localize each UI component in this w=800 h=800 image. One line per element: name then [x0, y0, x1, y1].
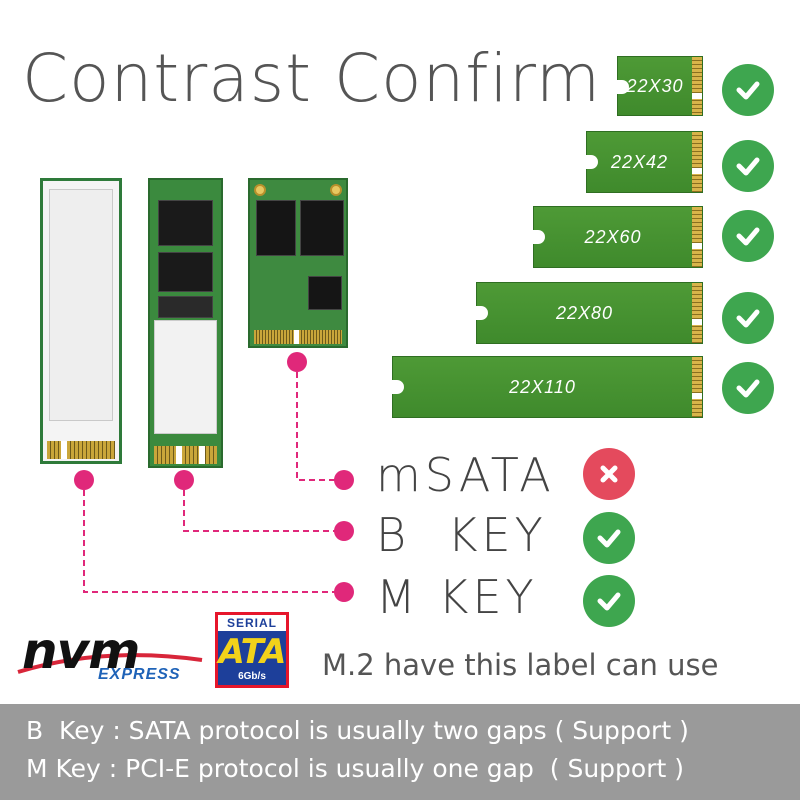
- size-board-22x110: 22X110: [392, 356, 703, 418]
- mount-hole: [330, 184, 342, 196]
- msata-card: [248, 178, 348, 348]
- flash-chip: [300, 200, 344, 256]
- size-label: 22X110: [509, 376, 576, 397]
- serial-text: SERIAL: [218, 615, 286, 631]
- size-label: 22X80: [555, 302, 614, 323]
- leader-dot: [334, 521, 354, 541]
- board-contacts: [692, 357, 702, 417]
- ssd-sticker: [49, 189, 113, 421]
- leader-dot: [334, 582, 354, 602]
- m-key-ssd-card: [40, 178, 122, 464]
- footer-line-b-key: B Key : SATA protocol is usually two gap…: [26, 716, 689, 745]
- board-notch: [533, 230, 545, 244]
- size-board-22x42: 22X42: [586, 131, 703, 193]
- leader-dot: [174, 470, 194, 490]
- leader-dot: [74, 470, 94, 490]
- flash-chip: [256, 200, 296, 256]
- swoosh-graphic: [17, 653, 203, 674]
- edge-connector: [254, 330, 342, 344]
- board-notch: [586, 155, 598, 169]
- key-label-b-key: B KEY: [376, 508, 547, 562]
- edge-connector: [47, 441, 115, 459]
- ssd-sticker: [154, 320, 217, 434]
- size-board-22x80: 22X80: [476, 282, 703, 344]
- check-icon: [722, 140, 774, 192]
- check-icon: [583, 575, 635, 627]
- ata-text: ATA: [218, 632, 287, 672]
- check-icon: [722, 64, 774, 116]
- leader-dot: [334, 470, 354, 490]
- board-contacts: [692, 132, 702, 192]
- flash-chip: [158, 200, 213, 246]
- size-label: 22X42: [610, 151, 669, 172]
- board-contacts: [692, 57, 702, 115]
- check-icon: [722, 362, 774, 414]
- board-notch: [476, 306, 488, 320]
- board-contacts: [692, 207, 702, 267]
- check-icon: [583, 512, 635, 564]
- leader-dot: [287, 352, 307, 372]
- page-title: Contrast Confirm: [22, 40, 602, 117]
- key-label-msata: mSATA: [376, 448, 555, 502]
- check-icon: [722, 292, 774, 344]
- cross-icon: [583, 448, 635, 500]
- mount-hole: [254, 184, 266, 196]
- size-label: 22X60: [584, 226, 642, 247]
- size-board-22x30: 22X30: [617, 56, 703, 116]
- label-note: M.2 have this label can use: [322, 648, 719, 682]
- size-label: 22X30: [626, 75, 684, 96]
- key-label-m-key: M KEY: [376, 570, 538, 624]
- footer-banner: B Key : SATA protocol is usually two gap…: [0, 704, 800, 800]
- flash-chip: [158, 296, 213, 318]
- footer-line-m-key: M Key : PCI-E protocol is usually one ga…: [26, 754, 684, 783]
- b-key-ssd-card: [148, 178, 223, 468]
- serial-ata-logo: SERIAL ATA 6Gb/s: [215, 612, 289, 688]
- edge-connector: [154, 446, 217, 464]
- nvm-express-logo: nvm EXPRESS: [14, 622, 204, 690]
- sata-speed-text: 6Gb/s: [238, 671, 266, 682]
- express-wordmark: EXPRESS: [98, 666, 181, 683]
- board-notch: [617, 80, 629, 94]
- controller-chip: [308, 276, 342, 310]
- size-board-22x60: 22X60: [533, 206, 703, 268]
- board-notch: [392, 380, 404, 394]
- flash-chip: [158, 252, 213, 292]
- board-contacts: [692, 283, 702, 343]
- check-icon: [722, 210, 774, 262]
- nvm-wordmark: nvm: [22, 622, 140, 680]
